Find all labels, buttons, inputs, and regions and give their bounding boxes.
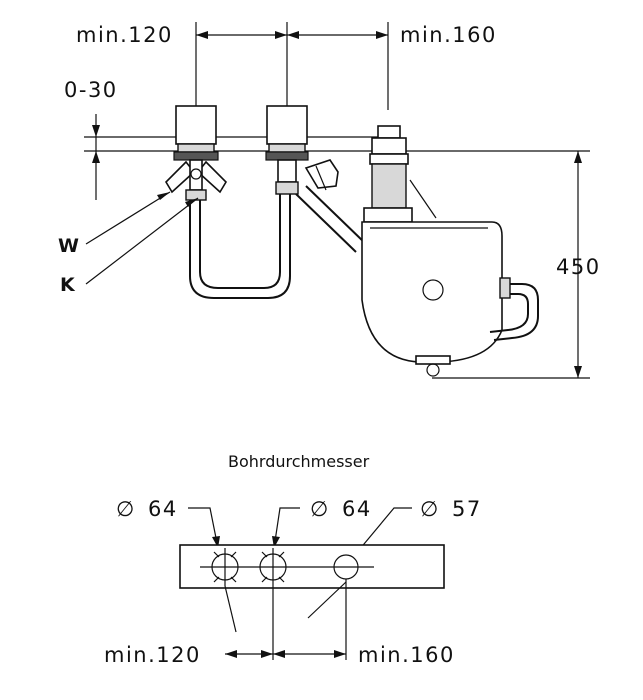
top-right-spacing-label: min.160	[400, 23, 497, 47]
diameter-3-label: ∅ 57	[420, 497, 482, 521]
top-dimension-lines	[195, 22, 389, 110]
diameter-symbol-1: ∅	[116, 497, 136, 521]
diameter-value-2: 64	[342, 497, 372, 521]
marker-leaders	[85, 191, 199, 285]
diameter-1-label: ∅ 64	[116, 497, 178, 521]
warm-marker: W	[58, 235, 79, 257]
diagonal-connection	[295, 185, 367, 253]
bottom-left-spacing-label: min.120	[104, 643, 201, 667]
diameter-symbol-2: ∅	[310, 497, 330, 521]
cold-marker: K	[60, 274, 76, 296]
diameter-symbol-3: ∅	[420, 497, 440, 521]
height-dimension	[432, 151, 590, 379]
drill-plan-title: Bohrdurchmesser	[228, 452, 370, 471]
left-angle-valve	[164, 105, 228, 201]
flex-hoses	[189, 194, 291, 299]
right-unit	[361, 125, 539, 377]
offset-range-label: 0-30	[64, 78, 118, 102]
hole-1	[211, 548, 239, 586]
middle-angle-valve	[265, 105, 339, 195]
height-label: 450	[556, 255, 601, 279]
diameter-2-label: ∅ 64	[310, 497, 372, 521]
offset-dimension	[84, 114, 590, 200]
diameter-value-3: 57	[452, 497, 482, 521]
diameter-value-1: 64	[148, 497, 178, 521]
bottom-dimension-lines	[224, 579, 347, 660]
top-left-spacing-label: min.120	[76, 23, 173, 47]
hole-2	[259, 548, 287, 586]
bottom-right-spacing-label: min.160	[358, 643, 455, 667]
